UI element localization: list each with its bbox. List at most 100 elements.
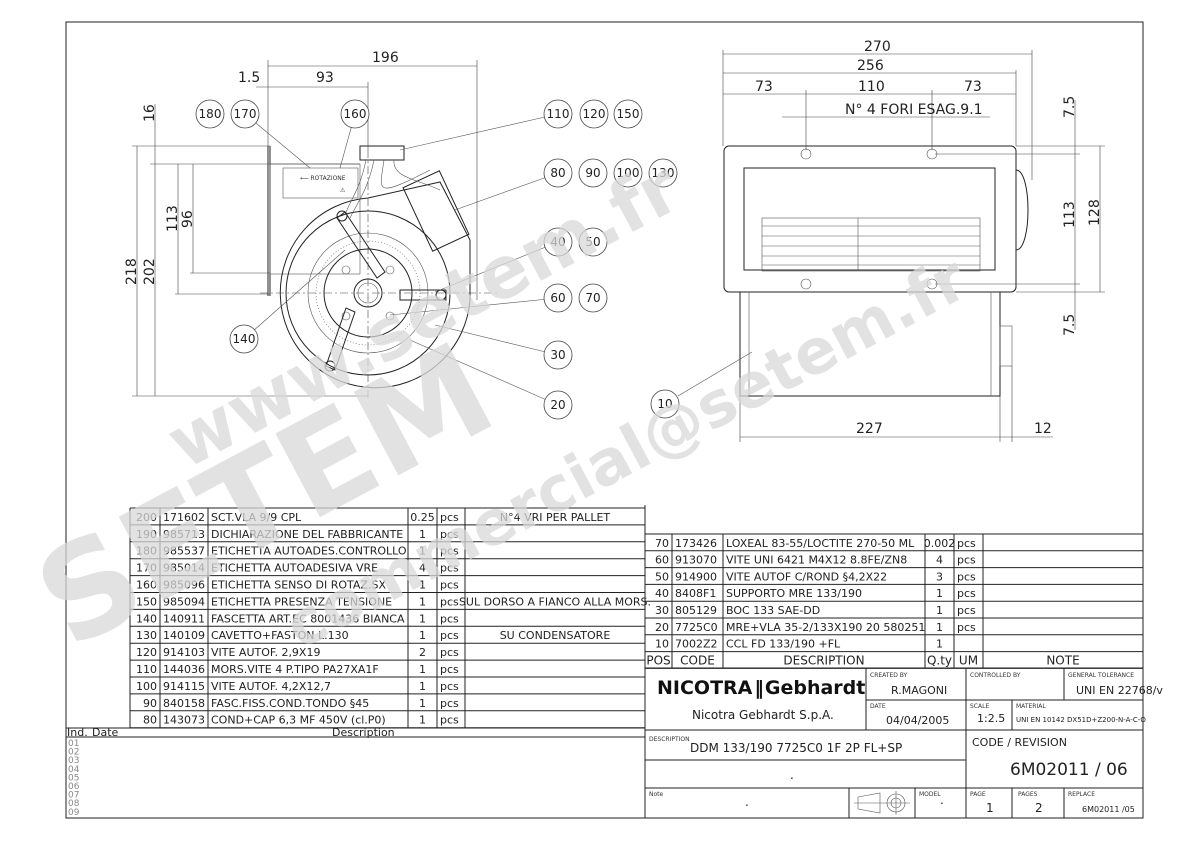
cell-um: pcs	[440, 562, 459, 575]
cell-code: 985713	[163, 528, 205, 541]
dim-12: 12	[1034, 421, 1052, 437]
controlled-by-label: CONTROLLED BY	[970, 672, 1021, 679]
dim-196: 196	[372, 50, 399, 66]
cell-um: pcs	[440, 528, 459, 541]
cell-pos: 110	[136, 663, 157, 676]
cell-pos: 40	[655, 587, 669, 600]
balloon-60: 60	[389, 283, 573, 316]
revision-row: 01	[68, 739, 79, 749]
scale: 1:2.5	[977, 712, 1005, 725]
revision-row: 03	[68, 756, 79, 766]
cell-qty: 2	[419, 646, 426, 659]
svg-text:90: 90	[585, 166, 600, 180]
svg-text:50: 50	[585, 235, 600, 249]
dim-7-5-top: 7.5	[1062, 96, 1078, 118]
dim-227: 227	[856, 421, 883, 437]
cell-note: SU CONDENSATORE	[500, 629, 611, 642]
page-number: 1	[986, 801, 994, 815]
revision-row: 09	[68, 808, 80, 818]
dim-73-left: 73	[755, 79, 773, 95]
cell-um: pcs	[440, 545, 459, 558]
cell-um: UM	[959, 653, 978, 667]
code-revision: 6M02011 / 06	[1010, 760, 1128, 780]
balloon-40: 40	[434, 227, 573, 293]
cell-code: 985537	[163, 545, 205, 558]
page-label: PAGE	[970, 791, 986, 798]
rev-header-date: Date	[92, 726, 119, 739]
cell-um: pcs	[957, 554, 976, 567]
cell-qty: 1	[936, 638, 943, 651]
cell-qty: 1	[419, 629, 426, 642]
created-by-label: CREATED BY	[870, 672, 908, 679]
balloon-110: 110	[399, 99, 573, 151]
cell-pos: 200	[136, 511, 157, 524]
cell-description: COND+CAP 6,3 MF 450V (cl.P0)	[211, 714, 386, 727]
pages-label: PAGES	[1018, 791, 1038, 798]
cell-code: 140109	[163, 629, 205, 642]
cell-pos: 180	[136, 545, 157, 558]
cell-description: VITE UNI 6421 M4X12 8.8FE/ZN8	[726, 554, 907, 567]
support-arm	[336, 211, 386, 279]
cell-qty: 1	[419, 528, 426, 541]
cell-qty: 1	[419, 612, 426, 625]
cell-description: VITE AUTOF. 2,9X19	[211, 646, 320, 659]
svg-text:100: 100	[617, 166, 640, 180]
cell-um: pcs	[440, 579, 459, 592]
cell-qty: 1	[419, 595, 426, 608]
cell-pos: 90	[143, 697, 157, 710]
cell-um: pcs	[957, 537, 976, 550]
cell-um: pcs	[440, 646, 459, 659]
company-name: Nicotra Gebhardt S.p.A.	[692, 708, 834, 722]
cell-qty: 1	[936, 621, 943, 634]
dim-218: 218	[124, 258, 140, 285]
cell-code: 7002Z2	[675, 638, 718, 651]
cell-pos: 120	[136, 646, 157, 659]
cell-description: CAVETTO+FASTON L.130	[211, 629, 349, 642]
cell-qty: 0.002	[924, 537, 956, 550]
cell-pos: 30	[655, 604, 669, 617]
cell-pos: 10	[655, 638, 669, 651]
balloon-150: 150	[613, 99, 643, 129]
svg-text:20: 20	[550, 398, 565, 412]
cell-pos: 190	[136, 528, 157, 541]
balloon-30: 30	[434, 324, 573, 370]
dim-256: 256	[857, 58, 884, 74]
cell-qty: 1	[419, 714, 426, 727]
model: .	[940, 793, 944, 807]
svg-text:180: 180	[199, 107, 222, 121]
cell-qty: 4	[936, 554, 943, 567]
cell-code: 7725C0	[675, 621, 718, 634]
revision-row: 02	[68, 748, 79, 758]
cell-pos: 140	[136, 612, 157, 625]
svg-text:70: 70	[585, 291, 600, 305]
revision-row: 07	[68, 791, 79, 801]
dim-16: 16	[142, 104, 158, 122]
cell-um: pcs	[440, 697, 459, 710]
drawing-frame	[65, 21, 1144, 819]
revision-row: 06	[68, 782, 80, 792]
balloon-120: 120	[579, 99, 609, 129]
material-label: MATERIAL	[1016, 703, 1046, 710]
side-view: ⟵ ROTAZIONE ⚠ 196 93 1.5	[124, 50, 678, 420]
svg-text:⟵ ROTAZIONE: ⟵ ROTAZIONE	[300, 175, 346, 182]
note-label: Note	[649, 791, 664, 798]
created-by: R.MAGONI	[891, 684, 947, 697]
terminal-block	[359, 145, 405, 161]
cell-description: VITE AUTOF. 4,2X12,7	[211, 680, 331, 693]
dim-113: 113	[165, 205, 181, 232]
cell-code: 8408F1	[675, 587, 716, 600]
cell-code: 985096	[163, 579, 205, 592]
cell-code: 914103	[163, 646, 205, 659]
dim-96: 96	[180, 210, 196, 228]
cell-um: pcs	[440, 612, 459, 625]
